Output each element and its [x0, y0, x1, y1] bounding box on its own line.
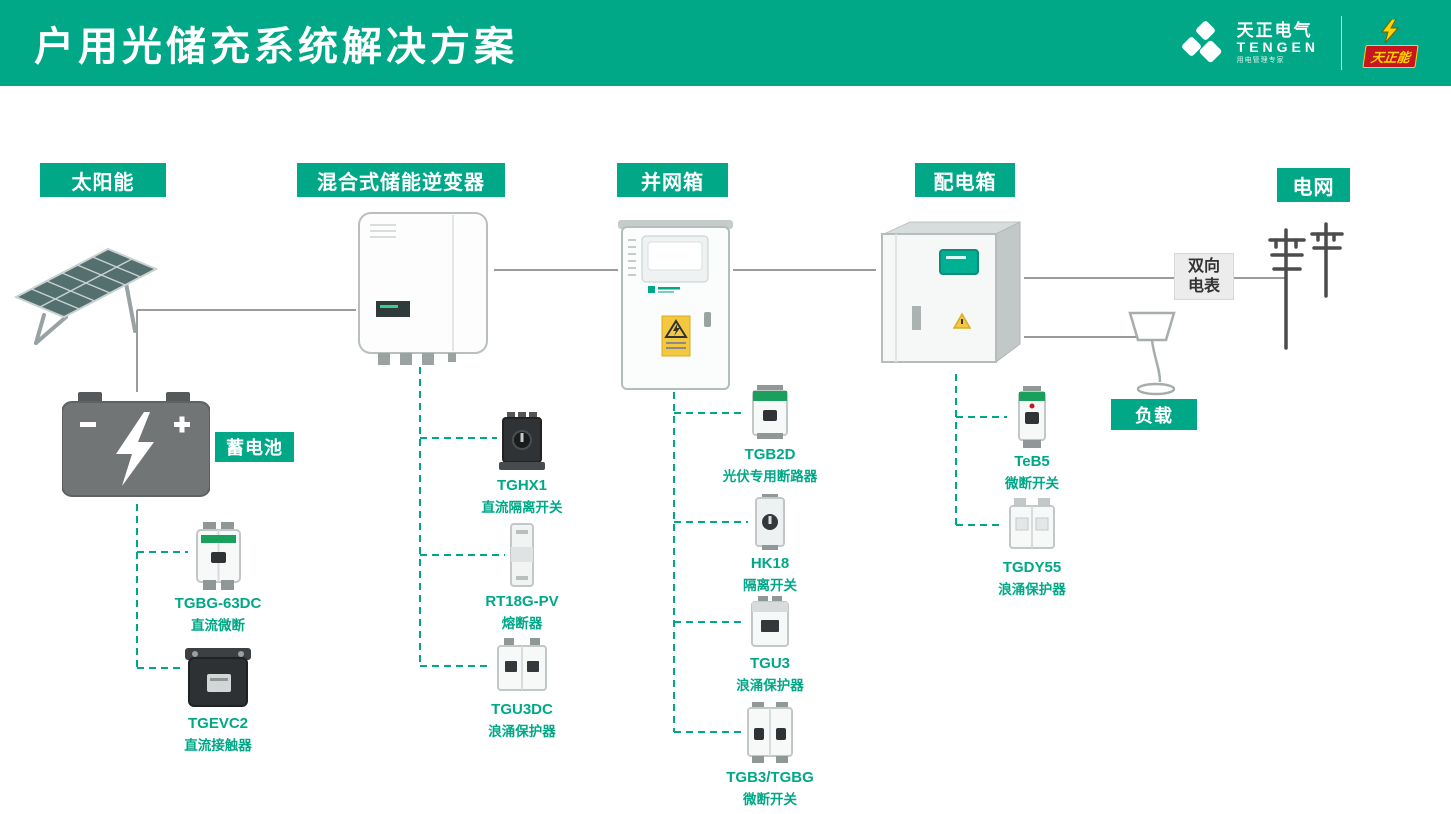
component-tgb3-tgbg: TGB3/TGBG 微断开关 [700, 700, 840, 808]
brand-name-cn: 天正电气 [1236, 21, 1313, 41]
tag-load: 负载 [1111, 399, 1197, 430]
brand-slogan: 用电管理专家 [1236, 56, 1285, 64]
tgdy55-product-image [1009, 498, 1055, 549]
tag-battery: 蓄电池 [215, 432, 294, 462]
component-name: TGEVC2 [187, 715, 248, 732]
component-tgb2d: TGB2D 光伏专用断路器 [700, 385, 840, 485]
component-name: TGDY55 [1002, 559, 1062, 576]
component-desc: 直流隔离开关 [481, 500, 563, 515]
component-desc: 直流接触器 [184, 738, 252, 753]
component-rt18g-pv: RT18G-PV 熔断器 [452, 522, 592, 632]
component-tgu3: TGU3 浪涌保护器 [700, 594, 840, 694]
brand-name-en: TENGEN [1236, 38, 1319, 55]
meter-label-line2: 电表 [1187, 277, 1220, 295]
component-desc: 浪涌保护器 [998, 582, 1066, 597]
tag-grid: 电网 [1277, 168, 1350, 202]
tengen-energy-badge-label: 天正能 [1362, 44, 1419, 68]
component-name: TGB3/TGBG [726, 769, 814, 786]
tengen-logo-icon [1181, 21, 1221, 63]
grid-box-illustration [618, 220, 733, 390]
component-name: TGU3 [749, 655, 790, 672]
component-name: TGBG-63DC [174, 595, 262, 612]
brand-text: 天正电气 TENGEN 用电管理专家 [1237, 22, 1319, 64]
component-desc: 浪涌保护器 [736, 678, 804, 693]
tgu3dc-product-image [497, 638, 547, 691]
component-desc: 光伏专用断路器 [722, 469, 818, 484]
power-grid-tower-icon [1268, 222, 1344, 350]
component-desc: 浪涌保护器 [488, 724, 556, 739]
brand-area: 天正电气 TENGEN 用电管理专家 天正能 [1179, 16, 1419, 70]
component-tghx1: TGHX1 直流隔离开关 [452, 410, 592, 516]
tgu3-product-image [751, 596, 789, 647]
component-tgu3dc: TGU3DC 浪涌保护器 [452, 636, 592, 740]
header-bar: 户用光储充系统解决方案 天正电气 TENGEN 用电管理专家 天正能 [0, 0, 1451, 86]
component-name: HK18 [750, 555, 790, 572]
tengen-energy-badge: 天正能 [1362, 18, 1419, 68]
battery-illustration [62, 392, 210, 497]
component-teb5: TeB5 微断开关 [962, 386, 1102, 492]
teb5-product-image [1018, 386, 1046, 448]
component-tgbg-63dc: TGBG-63DC 直流微断 [148, 522, 288, 634]
component-desc: 熔断器 [501, 616, 543, 631]
tgevc2-product-image [185, 648, 251, 707]
lamp-icon [1128, 311, 1176, 396]
bidirectional-meter-box: 双向 电表 [1174, 253, 1234, 300]
tag-grid-box: 并网箱 [617, 163, 728, 197]
component-tgevc2: TGEVC2 直流接触器 [148, 640, 288, 754]
hk18-product-image [755, 494, 785, 550]
tag-inverter: 混合式储能逆变器 [297, 163, 505, 197]
component-desc: 隔离开关 [743, 578, 797, 593]
tag-solar: 太阳能 [40, 163, 166, 197]
tgb3-tgbg-product-image [747, 702, 793, 763]
distribution-box-illustration [881, 221, 1021, 363]
tghx1-product-image [499, 412, 545, 470]
component-name: TGU3DC [491, 701, 553, 718]
component-desc: 微断开关 [743, 792, 797, 807]
component-desc: 直流微断 [191, 618, 245, 633]
component-name: TGHX1 [496, 477, 547, 494]
component-name: RT18G-PV [485, 593, 559, 610]
tag-distribution-box: 配电箱 [915, 163, 1015, 197]
lightning-hand-icon [1381, 18, 1400, 43]
solar-panel-illustration [13, 247, 158, 345]
page-title: 户用光储充系统解决方案 [34, 25, 518, 69]
tgb2d-product-image [752, 385, 788, 439]
component-hk18: HK18 隔离开关 [700, 494, 840, 594]
component-desc: 微断开关 [1005, 476, 1059, 491]
brand-divider [1340, 16, 1342, 70]
rt18g-pv-product-image [510, 523, 534, 587]
component-name: TeB5 [1014, 453, 1050, 470]
component-name: TGB2D [744, 446, 796, 463]
tgbg-63dc-product-image [195, 522, 241, 590]
inverter-illustration [358, 212, 488, 365]
meter-label-line1: 双向 [1187, 257, 1220, 275]
component-tgdy55: TGDY55 浪涌保护器 [962, 496, 1102, 598]
